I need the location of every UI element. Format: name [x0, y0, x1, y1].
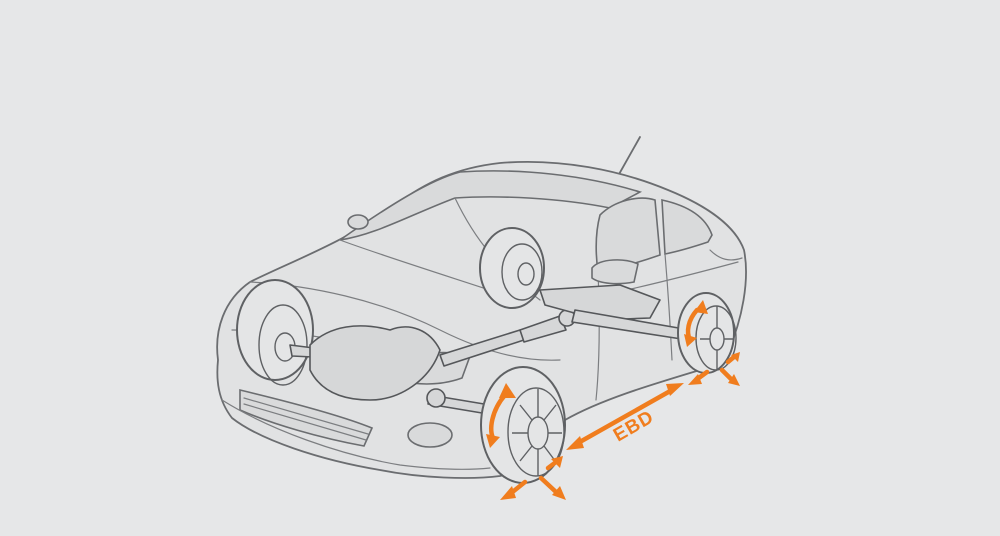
drivetrain	[289, 284, 691, 415]
rear-wheel-rotation-arrow	[684, 300, 708, 347]
front-wheel-force-arrows	[500, 456, 566, 500]
rear-left-wheel	[479, 227, 545, 309]
windshield	[339, 170, 643, 241]
ebd-distribution-arrow	[566, 383, 684, 450]
rear-side-window	[661, 198, 713, 255]
fog-light	[407, 422, 453, 448]
side-mirror	[591, 259, 639, 285]
rear-wheel-force-arrows	[688, 352, 740, 386]
front-wheel-rotation-arrow	[486, 383, 516, 448]
left-mirror	[347, 214, 369, 230]
antenna	[617, 136, 641, 177]
